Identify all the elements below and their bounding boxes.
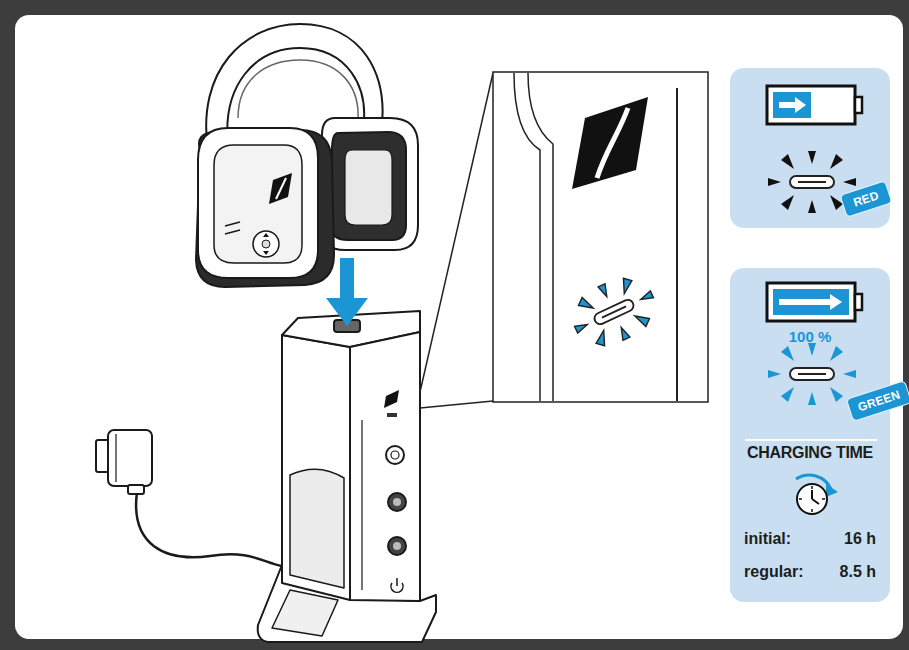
power-adapter-part: [128, 485, 144, 494]
headphones-part: [345, 150, 392, 225]
status-panel: [730, 68, 890, 228]
charging-station-part: [393, 498, 401, 506]
zoom-callout: [420, 72, 708, 408]
clock-icon-part: [826, 484, 838, 497]
power-adapter-part: [108, 430, 152, 486]
charging-station-part: [384, 390, 399, 408]
row-value: 8.5 h: [840, 563, 876, 581]
zoom-callout-part: [572, 97, 648, 189]
headphones-part: [225, 222, 240, 226]
charging-station: [258, 311, 436, 642]
battery-charging-icon: [767, 86, 862, 124]
battery-full-icon-part: [855, 294, 862, 310]
charging-station-part: [272, 590, 338, 636]
status-badge: GREEN: [846, 380, 909, 422]
row-value: 16 h: [844, 530, 876, 548]
section-heading: CHARGING TIME: [730, 444, 890, 462]
battery-charging-icon-part: [855, 97, 862, 113]
headphones-part: [263, 251, 269, 255]
battery-charging-icon-part: [767, 86, 855, 124]
headphones-part: [269, 173, 292, 204]
zoom-callout-part: [564, 268, 665, 357]
clock-icon-part: [811, 486, 813, 489]
headphones-part: [263, 233, 269, 237]
clock-icon-part: [797, 484, 827, 514]
clock-icon-part: [822, 498, 825, 500]
separator-line: [745, 439, 877, 441]
headphones-part: [262, 240, 270, 248]
placing-arrow: [326, 258, 368, 326]
led-blinking-red: [768, 151, 856, 213]
badge-label: RED: [852, 188, 881, 209]
status-panel: 100 % CHARGING TIME initial: 16 h regular: 8.…: [730, 268, 890, 602]
row-label: initial:: [744, 530, 791, 548]
clock-icon-part: [811, 509, 813, 512]
charging-station-part: [361, 420, 362, 590]
charge-level: 100 %: [730, 328, 890, 345]
charging-station-part: [350, 332, 420, 601]
headphones: [196, 24, 418, 287]
charging-station-part: [391, 451, 399, 459]
zoom-callout-part: [493, 72, 708, 402]
battery-charging-icon-part: [779, 97, 806, 113]
charging-station-part: [387, 413, 397, 417]
battery-full-icon: [767, 283, 862, 321]
charging-station-part: [396, 578, 398, 586]
headphones-part: [214, 145, 302, 263]
battery-full-icon-part: [767, 283, 855, 321]
clock-icon-part: [811, 490, 813, 499]
led-blinking-green: [768, 343, 856, 405]
status-badge: RED: [839, 180, 892, 218]
charging-station-part: [388, 537, 406, 555]
row-label: regular:: [744, 563, 804, 581]
power-adapter-part: [115, 434, 116, 482]
zoom-callout-part: [676, 88, 678, 401]
charging-station-part: [388, 493, 406, 511]
battery-charging-icon-part: [773, 92, 811, 118]
charging-station-part: [290, 469, 344, 588]
badge-label: GREEN: [856, 388, 902, 415]
headphones-part: [198, 128, 318, 278]
sheet-background: [15, 15, 903, 639]
headphones-part: [322, 118, 418, 250]
headphones-part: [238, 60, 358, 120]
headphones-part: [276, 178, 286, 199]
clock-icon-part: [799, 498, 802, 500]
power-adapter-part: [136, 492, 282, 566]
charging-station-part: [393, 542, 401, 550]
headphones-part: [225, 230, 240, 234]
battery-full-icon-part: [779, 294, 842, 310]
clock-icon: [796, 475, 838, 514]
power-adapter: [96, 430, 282, 566]
clock-icon-part: [796, 475, 831, 489]
charging-station-part: [386, 446, 404, 464]
charging-station-part: [282, 335, 350, 600]
clock-icon-part: [812, 499, 819, 504]
zoom-callout-part: [420, 401, 493, 408]
zoom-callout-part: [420, 73, 493, 392]
headphones-part: [332, 132, 406, 240]
headphones-part: [253, 231, 279, 257]
zoom-callout-part: [528, 73, 553, 401]
zoom-callout-part: [597, 108, 628, 178]
battery-full-icon-part: [773, 289, 849, 315]
